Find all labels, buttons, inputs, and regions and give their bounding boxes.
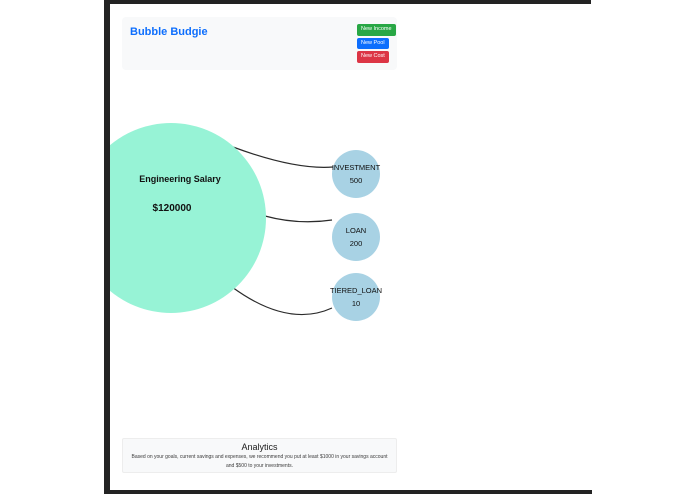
pool-bubble-loan[interactable] [332,213,380,261]
edge-salary-tiered-loan [231,286,333,316]
bubble-graph-svg [110,123,380,321]
new-income-button[interactable]: New Income [357,24,396,36]
frame-border-bottom [104,490,592,494]
bubble-value-engineering-salary: $120000 [152,203,192,214]
app-viewport: Bubble Budgie New Income New Pool New Co… [110,4,591,490]
frame-border-left [104,0,110,494]
brand-link[interactable]: Bubble Budgie [130,26,208,38]
bubble-canvas: Engineering Salary $120000 INVESTMENT 50… [110,4,591,490]
new-pool-button[interactable]: New Pool [357,37,389,49]
analytics-panel: Analytics Based on your goals, current s… [122,438,397,473]
pool-bubble-investment[interactable] [332,150,380,198]
edge-salary-investment [232,146,334,168]
income-bubble-engineering-salary[interactable] [110,123,266,313]
analytics-title: Analytics [241,442,278,452]
new-cost-button[interactable]: New Cost [357,51,389,63]
edge-salary-loan [264,215,333,223]
analytics-recommendation-text: Based on your goals, current savings and… [131,454,388,469]
bubble-label-engineering-salary: Engineering Salary [139,174,221,184]
header-navbar: Bubble Budgie New Income New Pool New Co… [122,17,397,70]
header-button-group: New Income New Pool New Cost [357,24,396,63]
pool-bubble-tiered-loan[interactable] [332,273,380,321]
frame-border-top [104,0,591,4]
